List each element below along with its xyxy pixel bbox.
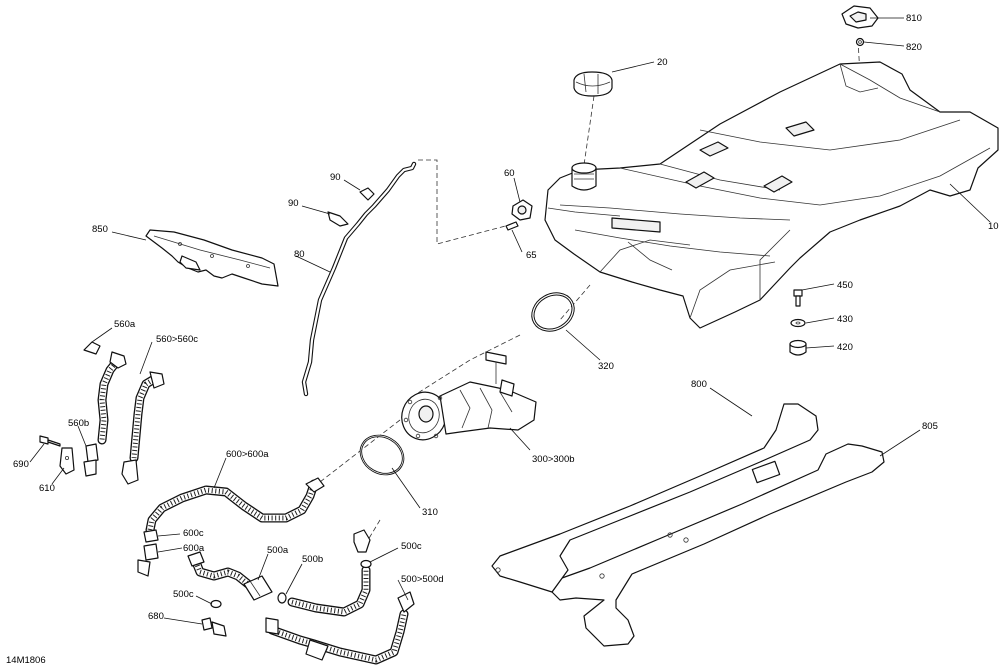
part-65-clip bbox=[505, 221, 519, 231]
callout-600a: 600a bbox=[183, 543, 205, 554]
callout-600-600a: 600>600a bbox=[226, 449, 269, 460]
part-560-hose-right bbox=[121, 371, 165, 485]
part-810-cover bbox=[841, 5, 879, 29]
callout-60: 60 bbox=[504, 168, 515, 179]
callout-560-560c: 560>560c bbox=[156, 334, 198, 345]
callout-805: 805 bbox=[922, 421, 938, 432]
part-320-o-ring bbox=[531, 292, 575, 332]
part-80-vent-line bbox=[301, 161, 417, 397]
callout-500a: 500a bbox=[267, 545, 289, 556]
callout-90-upper: 90 bbox=[330, 172, 341, 183]
callout-560a: 560a bbox=[114, 319, 136, 330]
callout-500c-lower: 500c bbox=[173, 589, 194, 600]
part-20-fuel-cap bbox=[573, 71, 613, 97]
callout-10: 10 bbox=[988, 221, 999, 232]
callout-450: 450 bbox=[837, 280, 853, 291]
callout-labels: 810 820 20 10 60 65 90 90 80 850 450 430… bbox=[6, 13, 999, 666]
callout-810: 810 bbox=[906, 13, 922, 24]
part-600c-clamp bbox=[143, 529, 159, 543]
part-500a-hose bbox=[187, 551, 253, 589]
callout-65: 65 bbox=[526, 250, 537, 261]
callout-500b: 500b bbox=[302, 554, 323, 565]
callout-610: 610 bbox=[39, 483, 55, 494]
part-600-fuel-hose bbox=[145, 477, 325, 535]
part-680-fitting bbox=[201, 617, 227, 637]
part-430-washer bbox=[790, 318, 806, 328]
part-500c-clamp-upper bbox=[360, 559, 372, 569]
part-90-clip-lower bbox=[327, 211, 349, 227]
callout-320: 320 bbox=[598, 361, 614, 372]
callout-820: 820 bbox=[906, 42, 922, 53]
part-690-bolt bbox=[39, 435, 61, 447]
part-805-skid-plate bbox=[551, 443, 885, 647]
part-560a-clip bbox=[83, 341, 101, 355]
part-500c-clamp-lower bbox=[210, 599, 222, 609]
callout-560b: 560b bbox=[68, 418, 89, 429]
callout-690: 690 bbox=[13, 459, 29, 470]
figure-code: 14M1806 bbox=[6, 655, 46, 666]
callout-600c: 600c bbox=[183, 528, 204, 539]
callout-500-500d: 500>500d bbox=[401, 574, 444, 585]
callout-300-300b: 300>300b bbox=[532, 454, 575, 465]
part-820-nut bbox=[855, 37, 865, 47]
callout-420: 420 bbox=[837, 342, 853, 353]
part-500-pipe-upper bbox=[287, 565, 371, 617]
part-310-lock-ring bbox=[359, 434, 405, 476]
part-610-bracket bbox=[59, 447, 75, 475]
callout-310: 310 bbox=[422, 507, 438, 518]
part-420-grommet bbox=[789, 339, 807, 356]
part-500b-clamp bbox=[277, 592, 287, 604]
callout-800: 800 bbox=[691, 379, 707, 390]
part-600a-connector bbox=[137, 543, 159, 577]
part-300-fuel-pump bbox=[401, 351, 537, 441]
fuel-tank bbox=[544, 61, 999, 329]
callout-90-lower: 90 bbox=[288, 198, 299, 209]
part-800-skid-plate bbox=[491, 403, 819, 593]
part-60-valve bbox=[511, 199, 533, 221]
callout-680: 680 bbox=[148, 611, 164, 622]
part-450-bolt bbox=[793, 289, 803, 307]
part-560b-fitting bbox=[83, 443, 99, 477]
part-560-hose-left bbox=[97, 351, 127, 445]
part-500-connector-upper bbox=[353, 529, 371, 553]
part-850-heat-shield bbox=[145, 229, 279, 287]
part-500d-hose bbox=[265, 591, 415, 665]
callout-500c-upper: 500c bbox=[401, 541, 422, 552]
callout-20: 20 bbox=[657, 57, 668, 68]
leader-lines bbox=[29, 17, 991, 625]
part-500-filter bbox=[243, 575, 273, 601]
part-90-clip-upper bbox=[359, 187, 375, 201]
callout-850: 850 bbox=[92, 224, 108, 235]
callout-80: 80 bbox=[294, 249, 305, 260]
callout-430: 430 bbox=[837, 314, 853, 325]
